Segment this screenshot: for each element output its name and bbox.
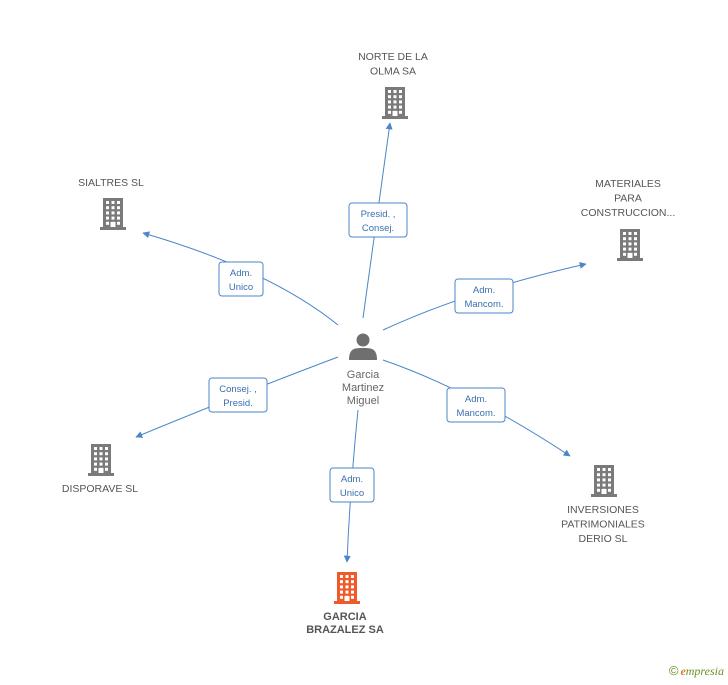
building-icon[interactable] [334,572,360,604]
relation-text: Adm. [341,474,363,485]
relation-box [446,387,506,423]
company-name-norte: NORTE DE LA [358,51,428,63]
relation-label-disporave[interactable]: Consej. , Presid. [208,377,268,413]
building-icon[interactable] [88,444,114,476]
relation-box [208,377,268,413]
relation-box [329,467,375,503]
relation-label-sialtres[interactable]: Adm. Unico [218,261,264,297]
company-name-norte: OLMA SA [370,66,416,78]
relation-text: Consej. [362,223,394,234]
building-icon[interactable] [382,87,408,119]
relation-text: Presid. , [361,209,396,220]
relation-label-garcia[interactable]: Adm. Unico [329,467,375,503]
company-name-sialtres: SIALTRES SL [78,177,144,189]
company-name-inversiones: INVERSIONES [567,504,639,516]
person-icon[interactable] [349,333,377,361]
relation-text: Consej. , [219,384,257,395]
company-name-inversiones: DERIO SL [578,533,627,545]
relation-label-materiales[interactable]: Adm. Mancom. [454,278,514,314]
relation-box [454,278,514,314]
brand-footer[interactable]: ©empresia [669,663,724,679]
relation-box [348,202,408,238]
company-name-materiales: MATERIALES [595,178,661,190]
copyright-icon: © [668,663,679,678]
relation-text: Mancom. [464,299,503,310]
relation-label-inversiones[interactable]: Adm. Mancom. [446,387,506,423]
relation-text: Adm. [465,394,487,405]
relation-text: Presid. [223,398,253,409]
relation-text: Unico [340,488,364,499]
company-name-garcia: BRAZALEZ SA [306,624,384,636]
relation-text: Unico [229,282,253,293]
person-name: Miguel [347,395,379,407]
building-icon[interactable] [591,465,617,497]
company-name-materiales: CONSTRUCCION... [581,207,676,219]
relation-text: Mancom. [456,408,495,419]
brand-name: mpresia [685,664,724,678]
person-name: Martinez [342,382,384,394]
company-name-garcia: GARCIA [323,611,366,623]
relation-text: Adm. [230,268,252,279]
company-name-inversiones: PATRIMONIALES [561,519,645,531]
company-name-disporave: DISPORAVE SL [62,483,138,495]
person-name: Garcia [347,369,380,381]
relation-text: Adm. [473,285,495,296]
building-icon[interactable] [617,229,643,261]
relation-box [218,261,264,297]
building-icon[interactable] [100,198,126,230]
brand-initial: e [680,664,686,678]
relation-label-norte[interactable]: Presid. , Consej. [348,202,408,238]
company-name-materiales: PARA [614,193,642,205]
